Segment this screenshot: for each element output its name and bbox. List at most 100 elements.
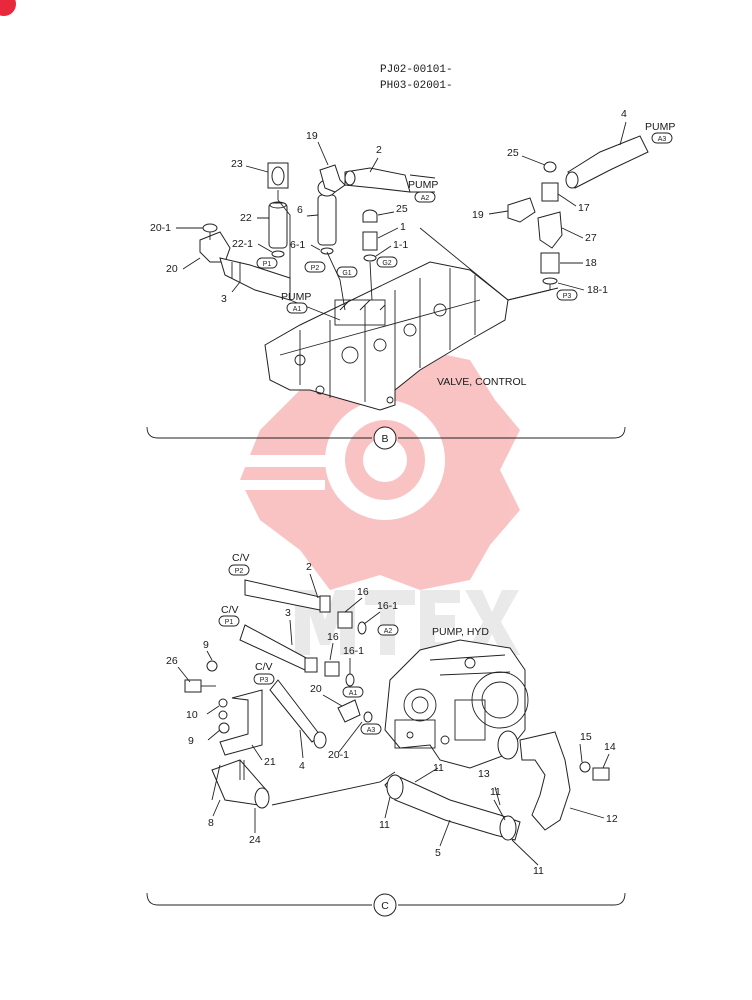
section-c-marker	[373, 893, 397, 917]
svg-text:P1: P1	[225, 619, 234, 626]
part-number-label: 11	[433, 762, 444, 774]
part-number-label: 1	[400, 221, 406, 233]
part-22-tube	[268, 202, 288, 249]
part-number-label: 2	[306, 561, 312, 573]
part-number-label: 6	[297, 204, 303, 216]
part-18-adapter	[540, 252, 560, 274]
part-number-label: 19	[472, 209, 484, 221]
model-code-line2: PH03-02001-	[380, 80, 453, 92]
part-22-1-oring	[271, 250, 285, 258]
part-number-label: 6-1	[290, 239, 305, 251]
part-number-label: 23	[231, 158, 243, 170]
part-16-adapter	[337, 611, 353, 629]
svg-text:P3: P3	[260, 677, 269, 684]
part-number-label: 8	[208, 817, 214, 829]
valve-control-label: VALVE, CONTROL	[437, 376, 527, 388]
part-1-1-oring	[363, 254, 377, 262]
part-number-label: 25	[507, 147, 519, 159]
part-number-label: 26	[166, 655, 178, 667]
part-number-label: 27	[585, 232, 597, 244]
svg-text:G1: G1	[342, 270, 351, 277]
part-17-adapter	[541, 182, 559, 202]
part-number-label: 16	[357, 586, 369, 598]
part-11-clamp-b	[499, 815, 517, 841]
part-number-label: 18-1	[587, 284, 608, 296]
part-1-adapter	[362, 231, 378, 251]
port-tag-p1-b: P1	[256, 257, 278, 269]
part-number-label: 11	[490, 786, 501, 798]
part-number-label: 24	[249, 834, 261, 846]
part-number-label: 2	[376, 144, 382, 156]
control-valve	[264, 261, 509, 411]
model-code-line1: PJ02-00101-	[380, 64, 453, 76]
hydraulic-pump	[384, 639, 529, 769]
svg-text:G2: G2	[382, 260, 391, 267]
part-number-label: 5	[435, 847, 441, 859]
part-10-washer-b	[218, 710, 228, 720]
svg-text:P1: P1	[263, 261, 272, 268]
port-tag-p1-c: P1	[218, 615, 240, 627]
part-number-label: 18	[585, 257, 597, 269]
part-number-label: 3	[221, 293, 227, 305]
part-number-label: 14	[604, 741, 616, 753]
part-number-label: 19	[306, 130, 318, 142]
part-15-washer	[579, 761, 591, 773]
part-9-washer	[206, 660, 218, 672]
corner-badge	[0, 0, 16, 16]
port-tag-a2-b: A2	[414, 191, 436, 203]
port-tag-a3-b: A3	[651, 132, 673, 144]
part-number-label: 10	[186, 709, 198, 721]
cv-label: C/V	[255, 661, 273, 673]
part-number-label: 16-1	[377, 600, 398, 612]
pump-label-a3: PUMP	[645, 121, 675, 133]
part-number-label: 16	[327, 631, 339, 643]
part-number-label: 3	[285, 607, 291, 619]
part-number-label: 22-1	[232, 238, 253, 250]
pump-label-a2: PUMP	[408, 179, 438, 191]
part-number-label: 16-1	[343, 645, 364, 657]
part-16-adapter-b	[324, 661, 340, 677]
section-c-marker-label: C	[381, 900, 389, 912]
part-number-label: 11	[533, 865, 544, 877]
part-number-label: 22	[240, 212, 252, 224]
part-2-fitting-c	[319, 595, 331, 613]
part-27-tee	[537, 211, 563, 249]
part-4-hose	[567, 135, 649, 189]
part-16-1-oring	[357, 621, 367, 635]
section-b-marker-label: B	[381, 433, 388, 445]
svg-text:A1: A1	[293, 306, 302, 313]
part-number-label: 9	[188, 735, 194, 747]
part-number-label: 1-1	[393, 239, 408, 251]
part-25-plug-b	[543, 161, 557, 173]
part-number-label: 17	[578, 202, 590, 214]
part-number-label: 20	[166, 263, 178, 275]
part-3-fitting-c	[304, 657, 318, 673]
part-20-elbow-c	[337, 699, 361, 723]
part-number-label: 25	[396, 203, 408, 215]
cv-label: C/V	[232, 552, 250, 564]
watermark-text-mark	[295, 590, 520, 655]
part-19-elbow-b	[507, 197, 536, 223]
pump-label-a1: PUMP	[281, 291, 311, 303]
part-20-elbow	[199, 231, 231, 263]
port-tag-g1-b: G1	[336, 266, 358, 278]
part-number-label: 13	[478, 768, 490, 780]
svg-text:A1: A1	[349, 690, 358, 697]
part-number-label: 21	[264, 756, 276, 768]
part-number-label: 11	[379, 819, 390, 831]
part-number-label: 15	[580, 731, 592, 743]
svg-text:P3: P3	[563, 293, 572, 300]
port-tag-p3-b: P3	[556, 289, 578, 301]
part-number-label: 20-1	[328, 749, 349, 761]
part-13-oring	[497, 730, 519, 760]
part-14-bolt	[592, 767, 610, 781]
svg-text:A2: A2	[421, 195, 430, 202]
part-18-1-oring	[542, 277, 558, 285]
part-12-pipe	[519, 731, 571, 831]
part-number-label: 20-1	[150, 222, 171, 234]
part-16-1-oring-b	[345, 673, 355, 687]
part-11-clamp	[386, 774, 404, 800]
part-9-washer-b	[218, 722, 230, 734]
svg-text:A2: A2	[384, 628, 393, 635]
